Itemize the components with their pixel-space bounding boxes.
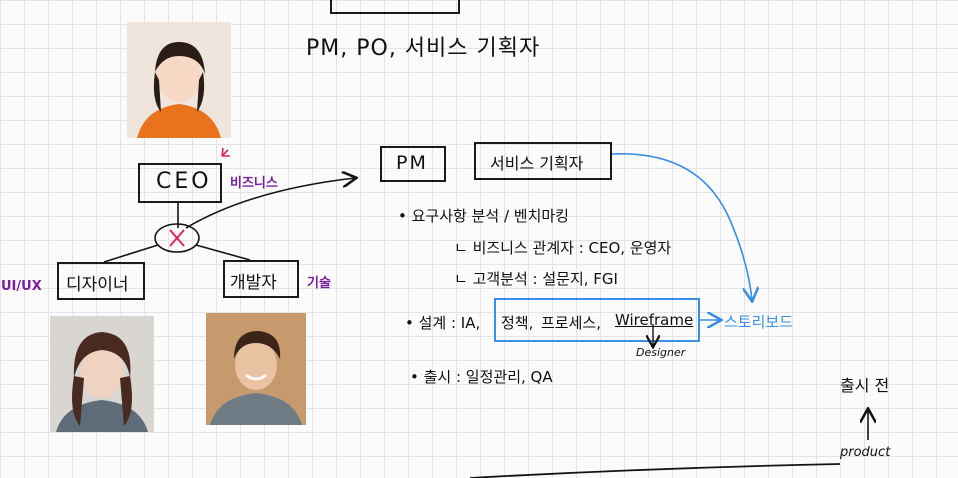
designer-photo xyxy=(50,316,154,432)
designer-box xyxy=(57,262,145,300)
conflict-x-mark xyxy=(169,229,185,247)
design-blue-box xyxy=(494,298,700,342)
developer-photo xyxy=(206,313,306,425)
conflict-to-pm-arrow xyxy=(185,178,355,229)
designer-annotation: Designer xyxy=(636,346,686,359)
branch-designer-line xyxy=(103,244,159,263)
ceo-box xyxy=(138,163,222,203)
planner-box xyxy=(474,142,612,180)
ceo-note: 비즈니스 xyxy=(230,176,278,191)
before-launch-label: 출시 전 xyxy=(840,376,890,395)
developer-label: 개발자 xyxy=(230,273,277,293)
designer-note: UI/UX xyxy=(1,279,42,294)
product-label: product xyxy=(840,445,891,460)
task-launch: • 출시 : 일정관리, QA xyxy=(410,368,553,386)
pm-box xyxy=(380,146,446,182)
developer-note: 기술 xyxy=(307,276,331,291)
conflict-circle xyxy=(154,223,200,253)
planner-label: 서비스 기획자 xyxy=(490,154,584,173)
developer-box xyxy=(223,260,299,298)
ceo-red-check xyxy=(221,147,230,157)
pm-label: PM xyxy=(396,152,428,174)
task-requirements: • 요구사항 분석 / 벤치마킹 xyxy=(398,207,569,225)
task-design-prefix: • 설계 : IA, xyxy=(405,314,481,332)
task-stakeholders: ㄴ 비즈니스 관계자 : CEO, 운영자 xyxy=(454,239,672,257)
designer-label: 디자이너 xyxy=(66,275,129,295)
design-item-process: 프로세스, xyxy=(541,314,601,332)
bottom-timeline-line xyxy=(469,463,841,478)
roles-header: PM, PO, 서비스 기획자 xyxy=(306,36,541,61)
ceo-label: CEO xyxy=(156,169,212,194)
planner-to-storyboard-arrow xyxy=(611,153,752,300)
design-item-wireframe: Wireframe xyxy=(615,311,694,329)
design-item-policy: 정책, xyxy=(501,314,534,332)
top-clipped-box xyxy=(330,0,460,14)
storyboard-label: 스토리보드 xyxy=(724,313,794,331)
ceo-photo xyxy=(127,22,231,138)
branch-developer-line xyxy=(195,244,251,261)
task-customer: ㄴ 고객분석 : 설문지, FGI xyxy=(454,270,618,288)
